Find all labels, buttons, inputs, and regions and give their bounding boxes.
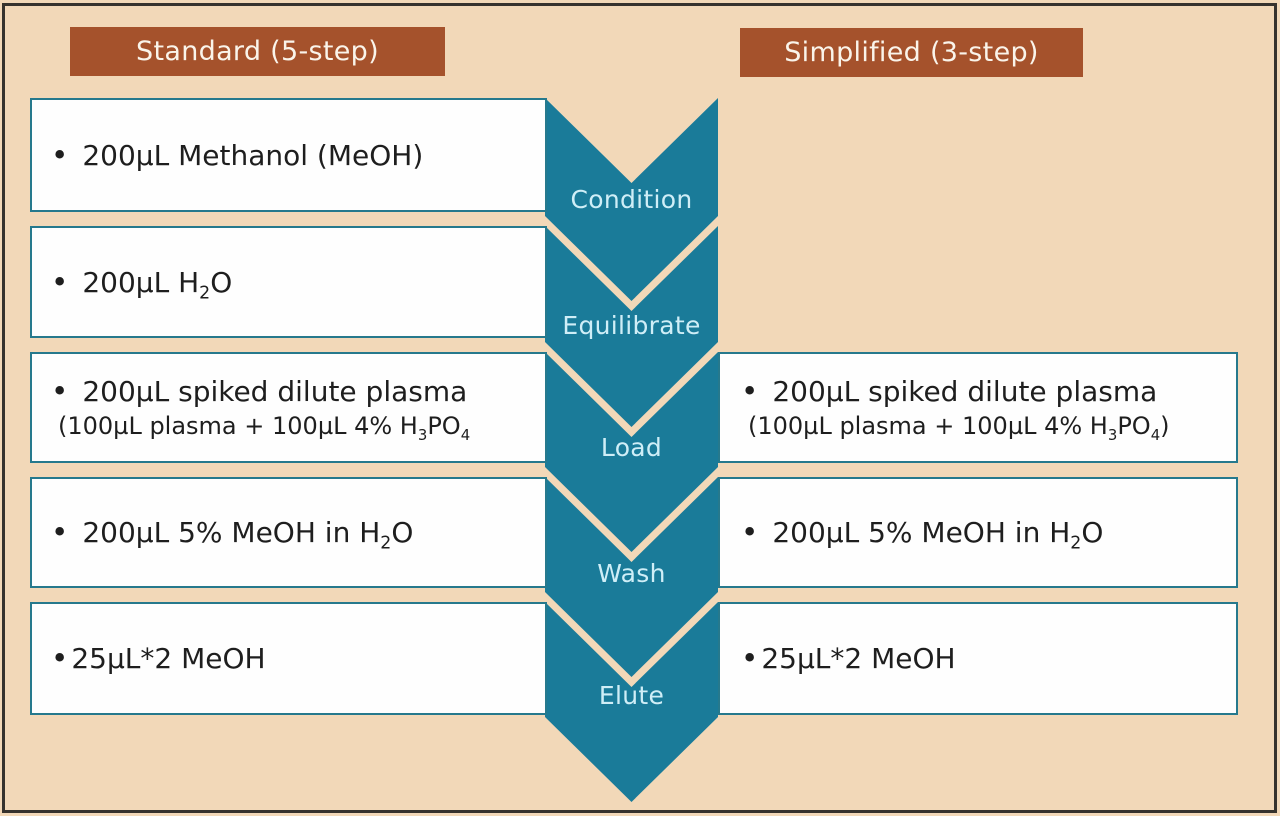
bullet-icon: • [51,264,69,299]
header-standard: Standard (5-step) [70,27,445,76]
chevron-wash-shape [545,477,718,677]
chevron-condition-shape [545,98,718,301]
step-label-condition: Condition [570,185,693,214]
simplified-step-box-elute: •25µL*2 MeOH [718,602,1238,715]
chevron-elute-shape [545,602,718,802]
simplified-step-box-load: •200µL spiked dilute plasma(100µL plasma… [718,352,1238,463]
bullet-icon: • [741,641,759,675]
bullet-icon: • [51,374,69,408]
bullet-icon: • [51,641,69,675]
standard-step-box-load: •200µL spiked dilute plasma(100µL plasma… [30,352,547,463]
simplified-step-box-wash: •200µL 5% MeOH in H2O [718,477,1238,588]
bullet-icon: • [741,515,759,549]
step-label-elute: Elute [598,681,665,710]
step-label-equilibrate: Equilibrate [562,311,701,340]
chevron-equilibrate-shape [545,226,718,427]
bullet-icon: • [51,515,69,549]
step-label-wash: Wash [597,559,666,588]
bullet-icon: • [51,137,69,172]
standard-step-box-condition: •200µL Methanol (MeOH) [30,98,547,212]
standard-step-box-equilibrate: •200µL H2O [30,226,547,338]
chevron-load-shape [545,352,718,552]
standard-step-box-wash: •200µL 5% MeOH in H2O [30,477,547,588]
standard-step-box-elute: •25µL*2 MeOH [30,602,547,715]
step-label-load: Load [600,433,663,462]
bullet-icon: • [741,374,759,408]
header-simplified: Simplified (3-step) [740,28,1083,77]
chevron-band [545,98,718,802]
